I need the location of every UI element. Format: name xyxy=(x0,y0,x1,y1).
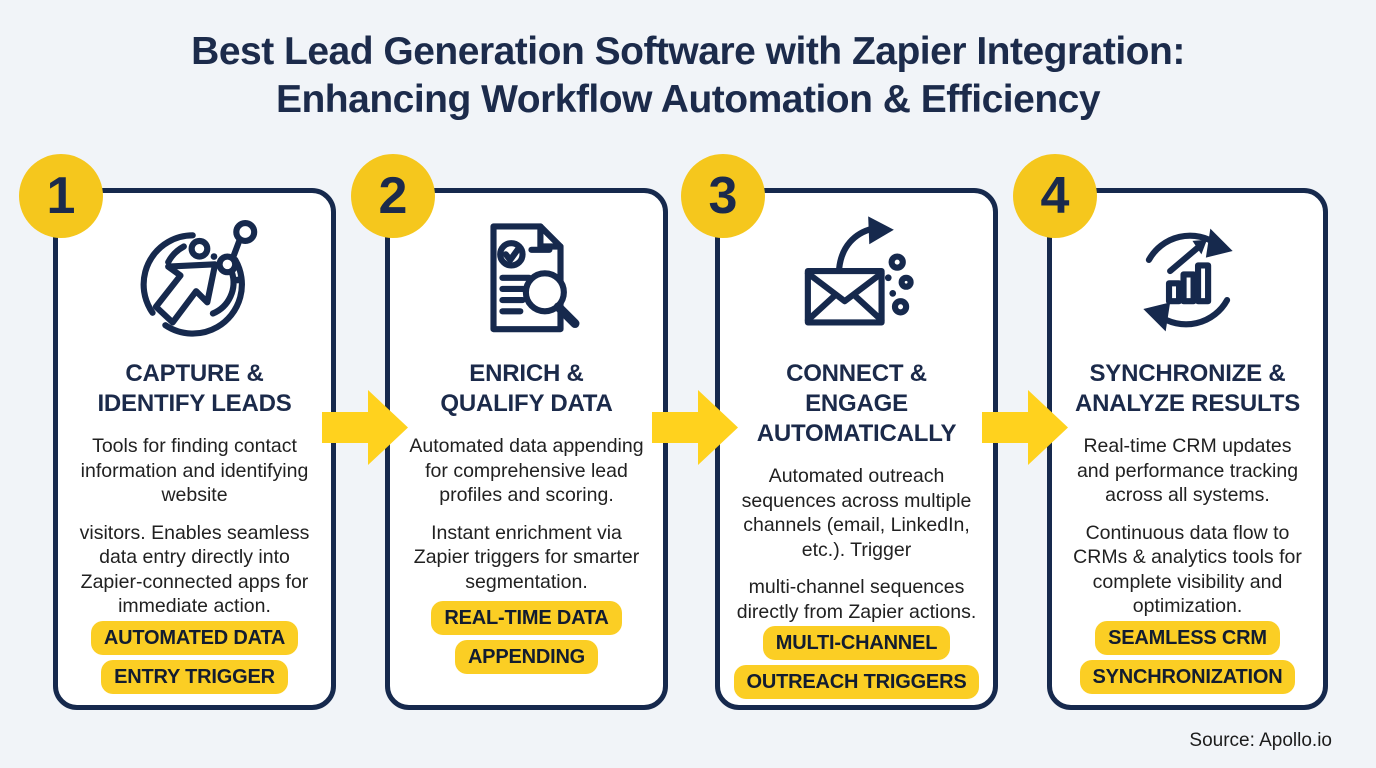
step-description-1: Real-time CRM updates and performance tr… xyxy=(1076,435,1299,507)
step-number-badge: 3 xyxy=(681,154,765,238)
source-attribution: Source: Apollo.io xyxy=(1189,730,1332,751)
step-card-synchronize: 4 SYNCHRONIZE & ANALYZE RESULTS Real-tim… xyxy=(1013,154,1328,710)
step-title: SYNCHRONIZE & ANALYZE RESULTS xyxy=(1074,360,1301,417)
flow-arrow-2-3 xyxy=(652,390,738,465)
step-description-1: Automated data appending for comprehensi… xyxy=(409,435,644,507)
step-description-2: Instant enrichment via Zapier triggers f… xyxy=(413,521,640,593)
step-description-2: visitors. Enables seamless data entry di… xyxy=(79,521,310,618)
sync-analytics-icon xyxy=(1121,213,1255,347)
document-search-icon xyxy=(460,213,594,347)
step-description-1: Tools for finding contact information an… xyxy=(80,435,309,507)
step-description-1: Automated outreach sequences across mult… xyxy=(741,465,972,561)
step-description-2: Continuous data flow to CRMs & analytics… xyxy=(1073,521,1302,618)
email-outreach-icon xyxy=(790,213,924,347)
cursor-network-icon xyxy=(128,213,262,347)
step-number-badge: 1 xyxy=(19,154,103,238)
flow-arrow-3-4 xyxy=(982,390,1068,465)
step-tag-badge: REAL-TIME DATA APPENDING xyxy=(431,599,622,677)
step-title: CAPTURE & IDENTIFY LEADS xyxy=(97,360,292,417)
step-number-badge: 4 xyxy=(1013,154,1097,238)
step-tag-badge: AUTOMATED DATA ENTRY TRIGGER xyxy=(90,619,299,697)
step-number-badge: 2 xyxy=(351,154,435,238)
page-title-line2: Enhancing Workflow Automation & Efficien… xyxy=(275,77,1101,121)
step-tag-badge: MULTI-CHANNEL OUTREACH TRIGGERS xyxy=(733,624,980,702)
step-description-2: multi-channel sequences directly from Za… xyxy=(736,576,977,623)
step-card-enrich: 2 ENRICH & QUALIFY DATA Automated data a… xyxy=(351,154,668,710)
step-title: CONNECT & ENGAGE AUTOMATICALLY xyxy=(756,360,957,447)
step-tag-badge: SEAMLESS CRM SYNCHRONIZATION xyxy=(1079,619,1296,697)
page-title: Best Lead Generation Software with Zapie… xyxy=(0,28,1376,123)
step-title: ENRICH & QUALIFY DATA xyxy=(440,360,613,417)
page-title-line1: Best Lead Generation Software with Zapie… xyxy=(191,30,1185,73)
step-card-capture: 1 CAPTURE & IDENTIFY LEADS Tools for fin… xyxy=(19,154,336,710)
step-card-connect: 3 CONNECT & ENGAGE AUTOMATICALLY Automat… xyxy=(681,154,998,710)
flow-arrow-1-2 xyxy=(322,390,408,465)
